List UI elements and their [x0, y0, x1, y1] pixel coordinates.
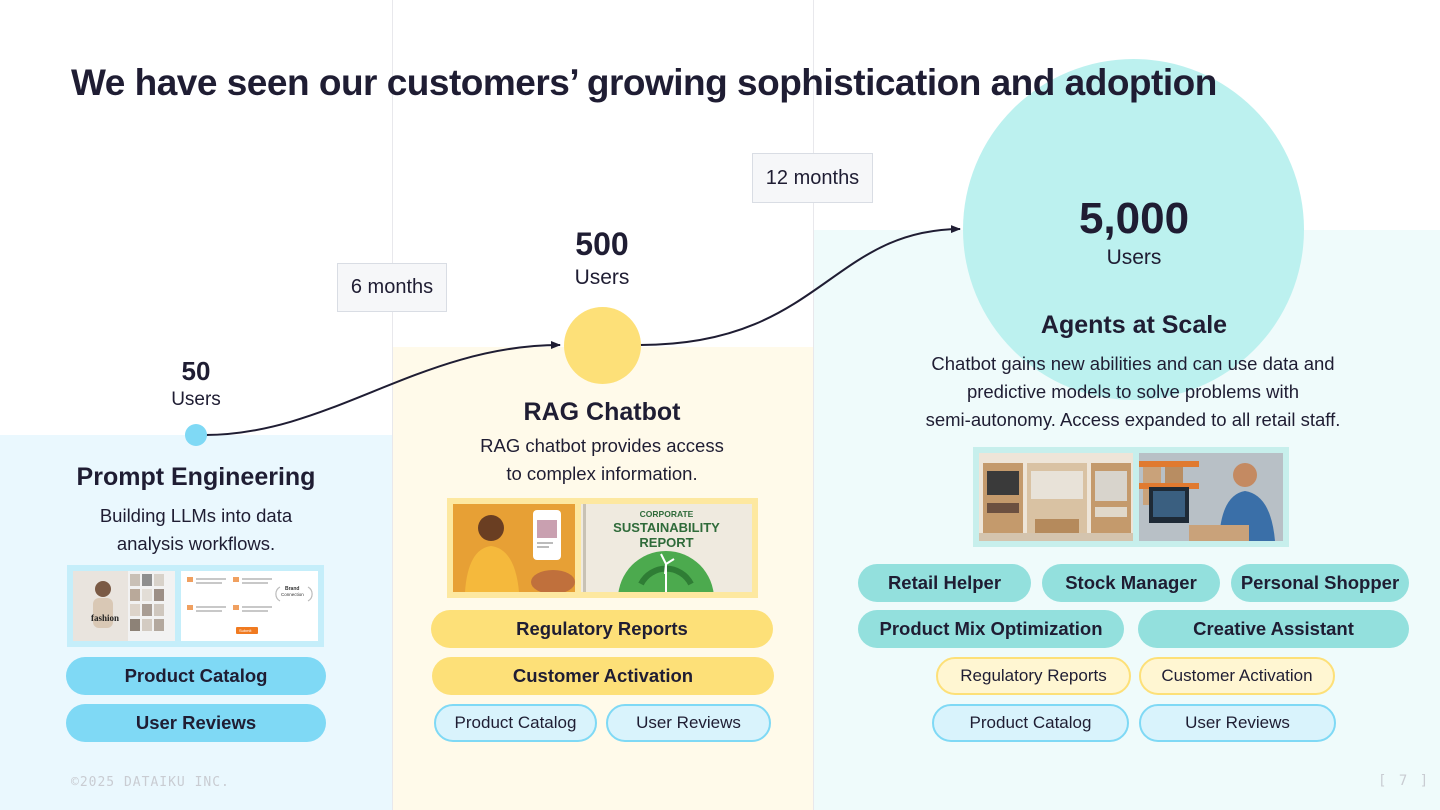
stage2-image-strip: CORPORATE SUSTAINABILITY REPORT: [447, 498, 758, 598]
duration-label-12-months: 12 months: [752, 153, 873, 203]
stage3-description: Chatbot gains new abilities and can use …: [888, 350, 1378, 434]
stage2-user-count: 500: [575, 226, 629, 262]
copyright-footer: ©2025 DATAIKU INC.: [71, 775, 230, 790]
report-title-line3: REPORT: [639, 535, 694, 550]
curve-segment-2: [639, 225, 961, 346]
desc-line: analysis workflows.: [116, 533, 276, 554]
person-with-phone-graphic: [453, 504, 575, 592]
warehouse-worker-image: [1138, 453, 1283, 541]
curve-segment-1: [204, 341, 561, 436]
tag-regulatory-reports: Regulatory Reports: [431, 610, 773, 648]
tag-stock-manager: Stock Manager: [1042, 564, 1220, 602]
reviews-page-graphic: [187, 577, 313, 634]
clothing-store-graphic: [979, 453, 1133, 541]
desc-line: Building LLMs into data: [99, 505, 293, 526]
reviews-page-image: Brand Connection Submit: [181, 571, 318, 641]
stage3-image-strip: [973, 447, 1289, 547]
fashion-catalog-graphic: [73, 571, 164, 641]
sustainability-report-image: CORPORATE SUSTAINABILITY REPORT: [581, 504, 752, 592]
fashion-catalog-image: fashion: [73, 571, 175, 641]
desc-line: predictive models to solve problems with: [966, 381, 1300, 402]
fashion-caption: fashion: [91, 613, 120, 623]
tag-product-catalog: Product Catalog: [66, 657, 326, 695]
stage3-name: Agents at Scale: [1040, 311, 1228, 339]
tag-customer-activation: Customer Activation: [432, 657, 774, 695]
desc-line: to complex information.: [506, 463, 698, 484]
page-title: We have seen our customers’ growing soph…: [71, 62, 1217, 103]
tag-product-mix-optimization: Product Mix Optimization: [858, 610, 1124, 648]
tag-regulatory-reports: Regulatory Reports: [936, 657, 1131, 695]
badge-connection-text: Connection: [281, 592, 304, 597]
desc-line: semi-autonomy. Access expanded to all re…: [925, 409, 1341, 430]
desc-line: Chatbot gains new abilities and can use …: [931, 353, 1335, 374]
tag-product-catalog: Product Catalog: [434, 704, 597, 742]
clothing-store-image: [979, 453, 1133, 541]
stage2-description: RAG chatbot provides access to complex i…: [432, 432, 772, 488]
submit-button-mini: Submit: [239, 628, 252, 633]
tag-retail-helper: Retail Helper: [858, 564, 1031, 602]
warehouse-worker-graphic: [1138, 453, 1283, 541]
tag-user-reviews: User Reviews: [66, 704, 326, 742]
person-with-phone-image: [453, 504, 575, 592]
desc-line: RAG chatbot provides access: [480, 435, 724, 456]
report-title-line1: CORPORATE: [639, 509, 694, 519]
stage1-description: Building LLMs into data analysis workflo…: [46, 502, 346, 558]
tag-customer-activation: Customer Activation: [1139, 657, 1335, 695]
stage1-name: Prompt Engineering: [76, 463, 316, 491]
tag-user-reviews: User Reviews: [606, 704, 771, 742]
stage3-circle: [963, 59, 1304, 400]
stage2-dot: [564, 307, 641, 384]
page-number: [ 7 ]: [1378, 773, 1431, 789]
report-title-line2: SUSTAINABILITY: [613, 520, 720, 535]
divider-line: [392, 0, 393, 810]
stage3-user-count: 5,000: [1078, 194, 1190, 243]
divider-line: [813, 0, 814, 810]
tag-personal-shopper: Personal Shopper: [1231, 564, 1409, 602]
stage1-user-unit: Users: [171, 389, 221, 410]
stage1-image-strip: fashion Brand Connection: [67, 565, 324, 647]
stage2-name: RAG Chatbot: [523, 398, 681, 426]
tag-product-catalog: Product Catalog: [932, 704, 1129, 742]
tag-user-reviews: User Reviews: [1139, 704, 1336, 742]
tag-creative-assistant: Creative Assistant: [1138, 610, 1409, 648]
stage1-user-count: 50: [181, 356, 211, 386]
duration-label-6-months: 6 months: [337, 263, 447, 312]
badge-brand-text: Brand: [285, 586, 300, 592]
stage1-dot: [185, 424, 207, 446]
sustainability-report-graphic: [581, 504, 752, 592]
stage3-user-unit: Users: [1106, 246, 1162, 269]
stage2-user-unit: Users: [574, 266, 630, 289]
